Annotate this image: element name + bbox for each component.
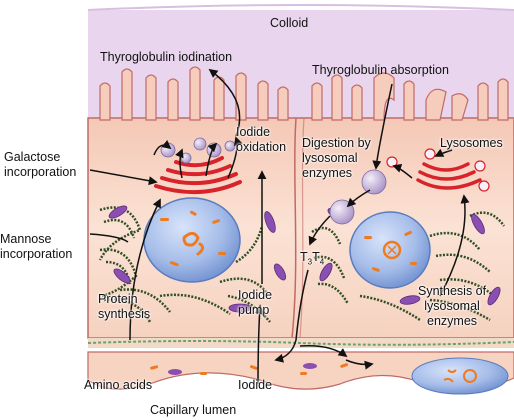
iodide-pump-line2: pump — [238, 303, 270, 317]
rough-er-left — [98, 206, 271, 323]
iodide-oxidation-line2: oxidation — [236, 140, 287, 154]
digestion-line2: lysosomal — [302, 151, 358, 165]
iodide-oxidation-line1: Iodide — [236, 125, 271, 139]
iodide-pump-label: Iodide pump — [238, 288, 272, 318]
galactose-line1: Galactose — [4, 150, 61, 164]
digestion-line3: enzymes — [302, 166, 353, 180]
basement-membrane — [87, 338, 514, 348]
t3-subscript: 3 — [307, 257, 313, 267]
t4-letter: T — [312, 250, 320, 264]
iodide-oxidation-label: Iodide oxidation — [236, 125, 286, 155]
capillary-endothelium — [87, 351, 514, 395]
digestion-label: Digestion by lysosomal enzymes — [302, 136, 371, 181]
t3-letter: T — [300, 250, 308, 264]
lysosomes-label: Lysosomes — [440, 136, 503, 150]
t4-subscript: 4 — [319, 257, 325, 267]
t3-t4-label: T3T4 — [300, 250, 324, 270]
synthesis-line1: Synthesis of — [418, 284, 487, 298]
microvilli-right — [311, 72, 509, 121]
protein-synthesis-line1: Protein — [98, 292, 138, 306]
amino-acids-label: Amino acids — [84, 378, 153, 392]
capillary-lumen-label: Capillary lumen — [150, 403, 237, 417]
digestion-line1: Digestion by — [302, 136, 371, 150]
mannose-line2: incorporation — [0, 247, 73, 261]
synthesis-line2: lysosomal — [424, 299, 480, 313]
synthesis-lysosomal-enzymes-label: Synthesis of lysosomal enzymes — [418, 284, 486, 329]
galactose-incorporation-label: Galactose incorporation — [4, 150, 76, 180]
microvilli-left — [99, 66, 289, 121]
iodide-label: Iodide — [238, 378, 273, 392]
golgi-right — [416, 162, 482, 190]
nucleus-left — [143, 197, 241, 283]
pathway-arrows — [89, 68, 470, 385]
thyroglobulin-absorption-label: Thyroglobulin absorption — [312, 63, 449, 77]
thyroglobulin-iodination-label: Thyroglobulin iodination — [100, 50, 233, 64]
galactose-line2: incorporation — [4, 165, 77, 179]
protein-synthesis-label: Protein synthesis — [98, 292, 150, 322]
mannose-line1: Mannose — [0, 232, 52, 246]
synthesis-line3: enzymes — [427, 314, 478, 328]
colloid-label: Colloid — [270, 16, 309, 30]
nucleus-right — [349, 211, 431, 289]
mannose-incorporation-label: Mannose incorporation — [0, 232, 72, 262]
rough-er-right — [311, 211, 506, 322]
protein-synthesis-line2: synthesis — [98, 307, 151, 321]
iodide-pump-line1: Iodide — [238, 288, 273, 302]
